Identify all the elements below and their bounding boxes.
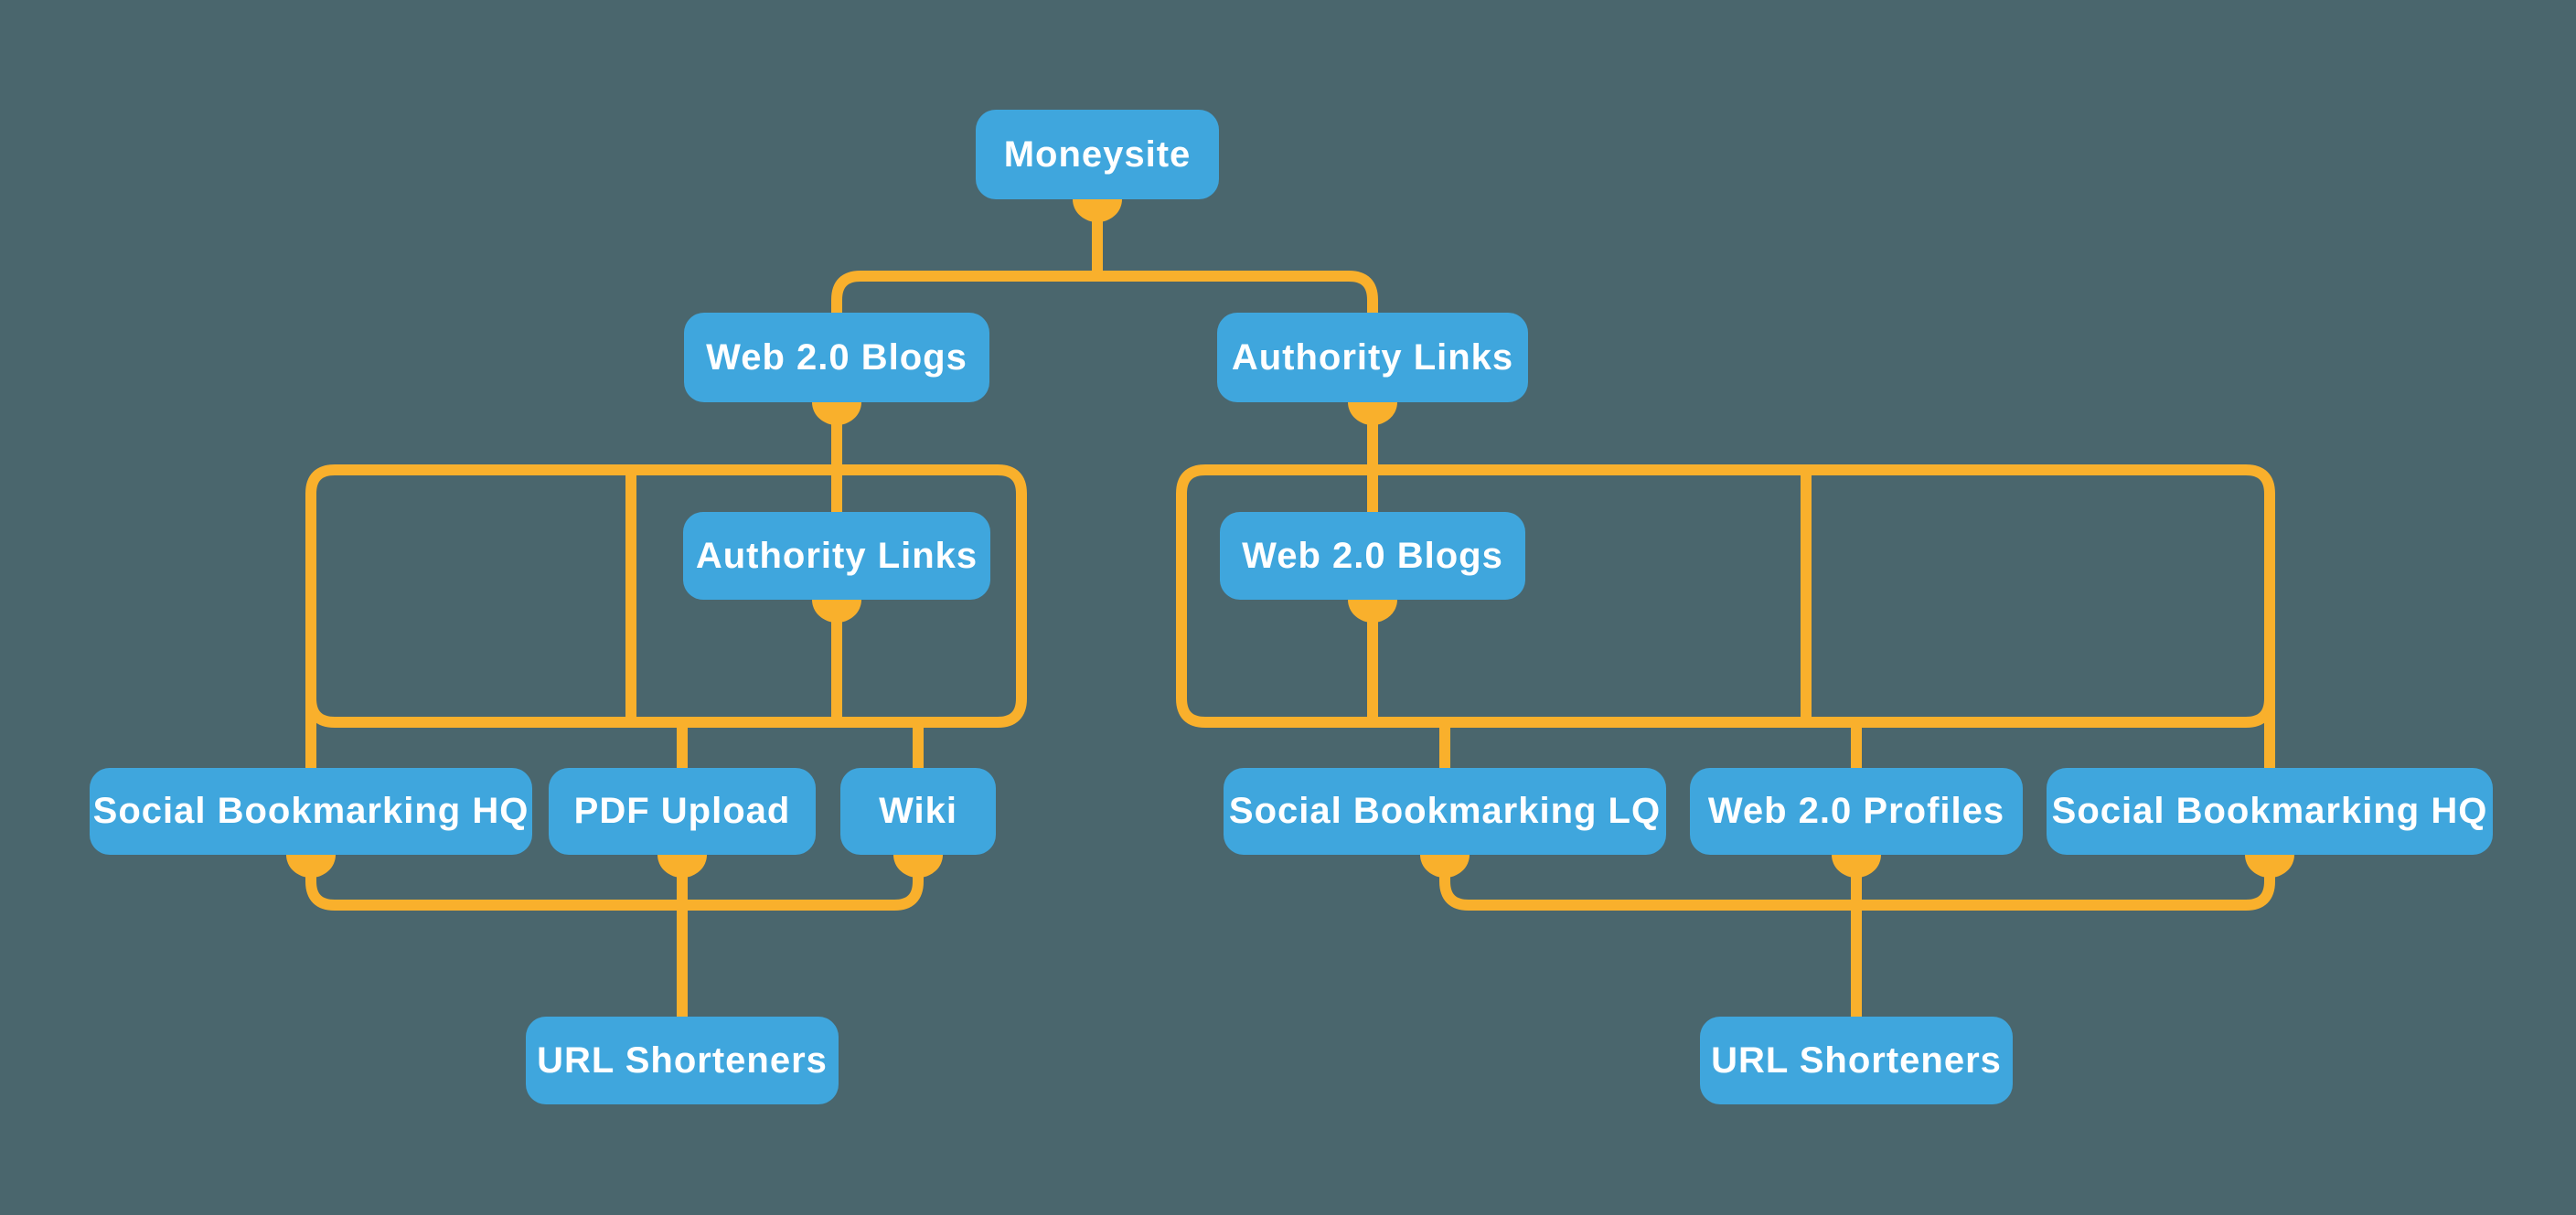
node-social-bookmarking-lq: Social Bookmarking LQ	[1224, 768, 1666, 855]
node-authority-links-left-mid: Authority Links	[683, 512, 990, 600]
node-pdf-upload: PDF Upload	[549, 768, 816, 855]
junction-bumps	[286, 199, 2294, 878]
node-label: Authority Links	[695, 535, 978, 576]
node-label: Social Bookmarking HQ	[92, 791, 529, 831]
node-label: URL Shorteners	[537, 1039, 828, 1081]
node-moneysite: Moneysite	[976, 110, 1219, 199]
node-social-bookmarking-hq-right: Social Bookmarking HQ	[2047, 768, 2493, 855]
node-web20-blogs-right-mid: Web 2.0 Blogs	[1220, 512, 1525, 600]
right-branch-connector	[1176, 402, 2275, 1022]
node-url-shorteners-left: URL Shorteners	[526, 1017, 839, 1104]
node-label: Web 2.0 Blogs	[706, 336, 967, 378]
node-label: Wiki	[879, 791, 957, 831]
node-label: Moneysite	[1003, 133, 1192, 175]
node-label: Web 2.0 Blogs	[1242, 535, 1503, 576]
node-label: Web 2.0 Profiles	[1707, 791, 2005, 831]
node-label: PDF Upload	[573, 791, 791, 831]
node-label: Social Bookmarking HQ	[2051, 791, 2488, 831]
node-social-bookmarking-hq-left: Social Bookmarking HQ	[90, 768, 532, 855]
node-label: Authority Links	[1231, 336, 1514, 378]
node-label: Social Bookmarking LQ	[1228, 791, 1662, 831]
node-wiki: Wiki	[840, 768, 996, 855]
node-url-shorteners-right: URL Shorteners	[1700, 1017, 2013, 1104]
left-branch-connector	[305, 402, 1027, 1022]
node-web20-profiles: Web 2.0 Profiles	[1690, 768, 2023, 855]
node-web20-blogs-left: Web 2.0 Blogs	[684, 313, 989, 402]
node-label: URL Shorteners	[1711, 1039, 2002, 1081]
node-authority-links-right: Authority Links	[1217, 313, 1528, 402]
